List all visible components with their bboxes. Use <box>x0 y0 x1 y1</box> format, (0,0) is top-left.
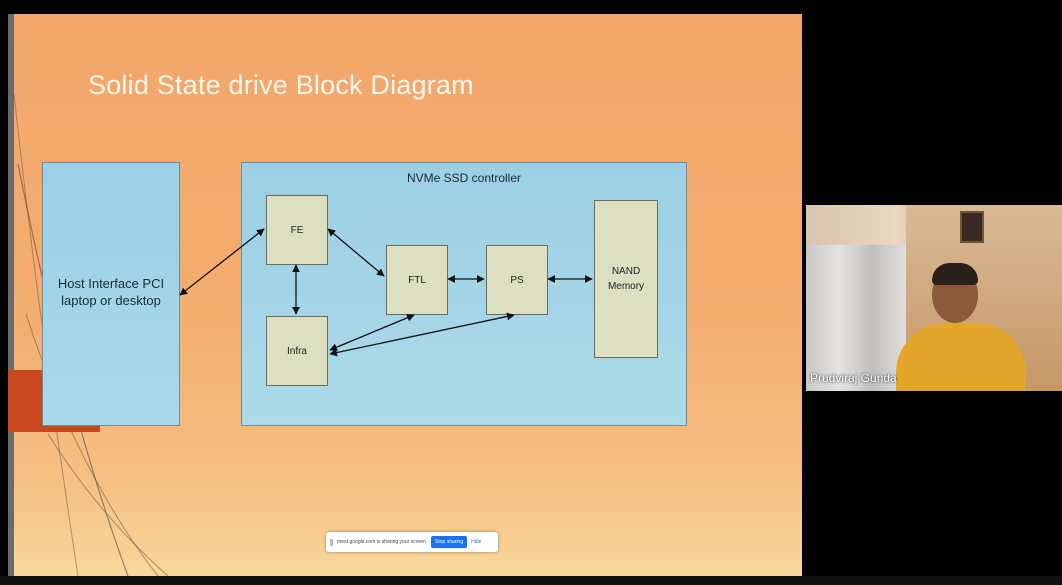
bottom-strip <box>0 576 1062 585</box>
participant-name: Prudviraj Gunda <box>810 371 897 385</box>
nand-memory-block: NAND Memory <box>594 200 658 358</box>
host-interface-label: Host Interface PCI laptop or desktop <box>43 275 179 309</box>
fe-label: FE <box>290 224 304 236</box>
nand-label-line1: NAND <box>611 266 641 277</box>
presentation-slide: Solid State drive Block Diagram Host Int… <box>8 14 802 576</box>
ps-label: PS <box>510 274 524 286</box>
ftl-block: FTL <box>386 245 448 315</box>
nand-label-line2: Memory <box>607 281 645 292</box>
host-interface-line2: laptop or desktop <box>61 293 161 308</box>
screen-share-bar: meet.google.com is sharing your screen. … <box>326 532 498 552</box>
infra-block: Infra <box>266 316 328 386</box>
participant-video-tile[interactable]: Prudviraj Gunda <box>806 205 1062 391</box>
host-interface-line1: Host Interface PCI <box>57 276 165 291</box>
slide-title: Solid State drive Block Diagram <box>88 70 474 100</box>
stop-sharing-button[interactable]: Stop sharing <box>431 536 468 548</box>
infra-label: Infra <box>286 345 307 357</box>
hide-button[interactable]: Hide <box>471 539 482 545</box>
slide-left-edge <box>8 14 14 576</box>
controller-label: NVMe SSD controller <box>406 171 522 185</box>
fe-block: FE <box>266 195 328 265</box>
share-message: meet.google.com is sharing your screen. <box>337 539 428 545</box>
video-curtain <box>806 245 906 391</box>
host-interface-box: Host Interface PCI laptop or desktop <box>42 162 180 426</box>
participant-body <box>896 323 1026 391</box>
ps-block: PS <box>486 245 548 315</box>
drag-handle-icon[interactable] <box>330 538 333 546</box>
participant-hair <box>932 263 978 285</box>
wall-frame <box>960 211 984 243</box>
ftl-label: FTL <box>408 274 426 286</box>
